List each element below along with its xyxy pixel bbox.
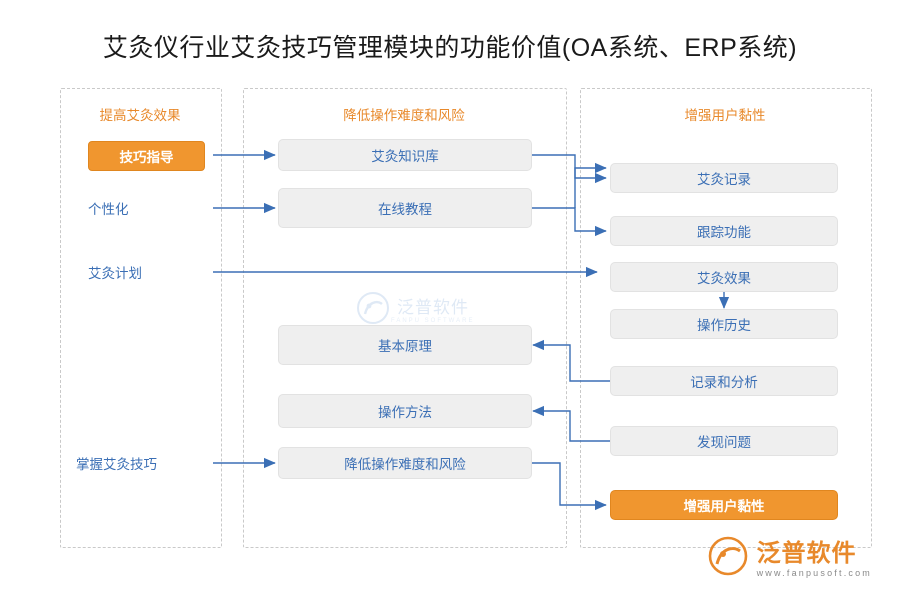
logo-sub: www.fanpusoft.com (756, 568, 872, 578)
logo-name: 泛普软件 (756, 540, 857, 567)
column-header-right: 增强用户黏性 (684, 108, 766, 123)
column-header-middle: 降低操作难度和风险 (343, 108, 465, 123)
right-node-5[interactable]: 发现问题 (610, 426, 838, 456)
right-node-4[interactable]: 记录和分析 (610, 366, 838, 396)
middle-node-2[interactable]: 基本原理 (278, 325, 532, 365)
right-node-0[interactable]: 艾灸记录 (610, 163, 838, 193)
middle-node-1[interactable]: 在线教程 (278, 188, 532, 228)
right-node-1[interactable]: 跟踪功能 (610, 216, 838, 246)
watermark-name: 泛普软件 (397, 297, 469, 317)
right-node-6[interactable]: 增强用户黏性 (610, 490, 838, 520)
right-node-3[interactable]: 操作历史 (610, 309, 838, 339)
middle-node-3[interactable]: 操作方法 (278, 394, 532, 428)
left-label-2[interactable]: 艾灸计划 (88, 266, 142, 281)
left-label-0[interactable]: 技巧指导 (88, 141, 205, 171)
watermark: 泛普软件 FANPU SOFTWARE (355, 286, 545, 330)
middle-node-4[interactable]: 降低操作难度和风险 (278, 447, 532, 479)
page-title: 艾灸仪行业艾灸技巧管理模块的功能价值(OA系统、ERP系统) (102, 34, 798, 62)
logo-icon (708, 536, 747, 575)
watermark-logo-icon (357, 292, 389, 324)
left-label-1[interactable]: 个性化 (88, 202, 129, 217)
column-header-left: 提高艾灸效果 (99, 108, 181, 123)
brand-logo: 泛普软件 www.fanpusoft.com (707, 533, 872, 578)
middle-node-0[interactable]: 艾灸知识库 (278, 139, 532, 171)
right-node-2[interactable]: 艾灸效果 (610, 262, 838, 292)
left-label-3[interactable]: 掌握艾灸技巧 (76, 457, 157, 472)
watermark-sub: FANPU SOFTWARE (391, 317, 475, 324)
